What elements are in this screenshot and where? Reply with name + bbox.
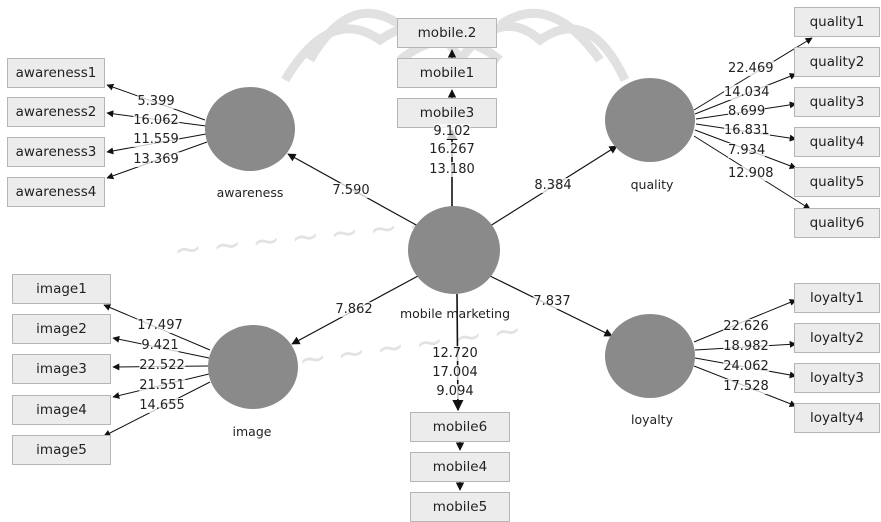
indicator-mobile3: mobile3 [397, 98, 497, 128]
construct-loyalty [605, 314, 695, 398]
indicator-loyalty1: loyalty1 [794, 283, 880, 313]
construct-quality [605, 78, 695, 162]
path-coef-quality: 8.384 [534, 178, 572, 193]
loading-quality3: 8.699 [728, 104, 766, 119]
loading-mobile5: 9.094 [436, 384, 474, 399]
indicator-awareness3: awareness3 [7, 137, 105, 167]
indicator-mobile6: mobile6 [410, 412, 510, 442]
indicator-awareness4: awareness4 [7, 177, 105, 207]
indicator-quality5: quality5 [794, 167, 880, 197]
loading-image3: 22.522 [139, 358, 185, 373]
loading-quality2: 14.034 [724, 85, 770, 100]
loading-awareness4: 13.369 [133, 152, 179, 167]
label-loyalty: loyalty [631, 412, 673, 427]
loading-mobile-2: 9.102 [433, 124, 471, 139]
loading-mobile1: 16.267 [429, 142, 475, 157]
loading-image1: 17.497 [137, 318, 183, 333]
loading-image4: 21.551 [139, 378, 185, 393]
loading-image2: 9.421 [141, 338, 179, 353]
loading-loyalty1: 22.626 [723, 319, 769, 334]
construct-awareness [205, 87, 295, 171]
indicator-image1: image1 [12, 274, 111, 304]
loading-image5: 14.655 [139, 398, 185, 413]
indicator-loyalty4: loyalty4 [794, 403, 880, 433]
indicator-quality3: quality3 [794, 87, 880, 117]
loading-quality4: 16.831 [724, 123, 770, 138]
loading-awareness2: 16.062 [133, 113, 179, 128]
indicator-loyalty3: loyalty3 [794, 363, 880, 393]
indicator-image5: image5 [12, 435, 111, 465]
indicator-loyalty2: loyalty2 [794, 323, 880, 353]
label-mobile-marketing: mobile marketing [399, 306, 511, 321]
label-image: image [232, 424, 272, 439]
indicator-awareness1: awareness1 [7, 58, 105, 88]
indicator-quality6: quality6 [794, 208, 880, 238]
indicator-mobile5: mobile5 [410, 492, 510, 522]
loading-quality5: 7.934 [728, 143, 766, 158]
loading-awareness1: 5.399 [137, 94, 175, 109]
loading-quality1: 22.469 [728, 61, 774, 76]
indicator-quality1: quality1 [794, 7, 880, 37]
loading-quality6: 12.908 [728, 166, 774, 181]
path-coef-awareness: 7.590 [332, 183, 370, 198]
indicator-image4: image4 [12, 395, 111, 425]
loading-loyalty2: 18.982 [723, 339, 769, 354]
indicator-mobile4: mobile4 [410, 452, 510, 482]
indicator-quality4: quality4 [794, 127, 880, 157]
indicator-mobile-2: mobile.2 [397, 18, 497, 48]
indicator-image2: image2 [12, 314, 111, 344]
indicator-mobile1: mobile1 [397, 58, 497, 88]
indicator-awareness2: awareness2 [7, 97, 105, 127]
loading-mobile4: 17.004 [432, 365, 478, 380]
loading-loyalty3: 24.062 [723, 359, 769, 374]
path-coef-image: 7.862 [335, 302, 373, 317]
label-quality: quality [630, 177, 674, 192]
loading-mobile6: 12.720 [432, 346, 478, 361]
loading-awareness3: 11.559 [133, 132, 179, 147]
construct-mobile-marketing [408, 206, 500, 294]
construct-image [208, 325, 298, 409]
indicator-quality2: quality2 [794, 47, 880, 77]
loading-mobile3: 13.180 [429, 162, 475, 177]
indicator-image3: image3 [12, 354, 111, 384]
label-awareness: awareness [216, 185, 284, 200]
loading-loyalty4: 17.528 [723, 379, 769, 394]
path-coef-loyalty: 7.837 [533, 294, 571, 309]
